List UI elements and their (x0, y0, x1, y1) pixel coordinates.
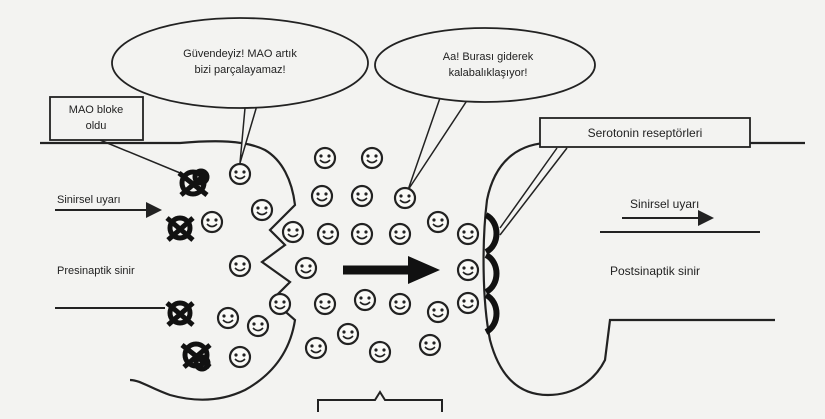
serotonin-molecule (268, 292, 292, 316)
serotonin-molecule (456, 291, 480, 315)
receptors-label: Serotonin reseptörleri (588, 126, 703, 140)
serotonin-molecule (310, 184, 334, 208)
signal-left-label: Sinirsel uyarı (57, 194, 121, 206)
serotonin-molecule (246, 314, 270, 338)
serotonin-molecule (216, 306, 240, 330)
serotonin-molecule (228, 345, 252, 369)
serotonin-molecule (294, 256, 318, 280)
serotonin-molecule (313, 292, 337, 316)
blocked-mao-enzymes (165, 168, 212, 372)
serotonin-molecule (360, 146, 384, 170)
release-arrowhead (408, 256, 440, 284)
serotonin-molecule (353, 288, 377, 312)
serotonin-receptors (484, 212, 500, 335)
receptors-label-box (539, 117, 751, 148)
crowd-callout-line1: Aa! Burası giderek (443, 51, 534, 63)
crowd-callout-bubble (374, 27, 596, 103)
serotonin-molecule (336, 322, 360, 346)
serotonin-molecule (368, 340, 392, 364)
serotonin-molecule (313, 146, 337, 170)
serotonin-molecule (281, 220, 305, 244)
presynaptic-label: Presinaptik sinir (57, 265, 135, 277)
serotonin-molecule (388, 292, 412, 316)
serotonin-molecule (388, 222, 412, 246)
serotonin-molecule (426, 300, 450, 324)
serotonin-molecule (456, 258, 480, 282)
receptor-pointer-2 (499, 147, 568, 236)
serotonin-molecule (350, 222, 374, 246)
crowd-callout-line2: kalabalıklaşıyor! (449, 67, 528, 79)
presynaptic-terminal-outline (40, 140, 297, 401)
mao-callout-line2: bizi parçalayamaz! (194, 64, 285, 76)
serotonin-molecule (200, 210, 224, 234)
signal-right-label: Sinirsel uyarı (630, 197, 699, 211)
crowd-callout-pointer (407, 97, 469, 191)
mao-callout-bubble (111, 17, 369, 109)
serotonin-molecule (426, 210, 450, 234)
serotonin-molecules (200, 146, 480, 369)
serotonin-molecule (350, 184, 374, 208)
receptor-pointer-1 (499, 147, 558, 229)
serotonin-molecule (316, 222, 340, 246)
mao-blocked-line1: MAO bloke (69, 104, 123, 116)
serotonin-molecule (228, 162, 252, 186)
serotonin-molecule (393, 186, 417, 210)
serotonin-molecule (456, 222, 480, 246)
mao-callout-pointer (239, 101, 259, 164)
postsynaptic-label: Postsinaptik sinir (610, 264, 700, 278)
mao-callout-line1: Güvendeyiz! MAO artık (183, 48, 297, 60)
mao-blocked-line2: oldu (86, 120, 107, 132)
serotonin-molecule (304, 336, 328, 360)
mao-blocked-pointer (99, 139, 186, 176)
mao-blocked-box (49, 96, 144, 141)
postsynaptic-terminal-outline (482, 141, 805, 397)
synaptic-cleft-bracket (317, 390, 443, 412)
serotonin-molecule (250, 198, 274, 222)
serotonin-molecule (228, 254, 252, 278)
serotonin-molecule (418, 333, 442, 357)
